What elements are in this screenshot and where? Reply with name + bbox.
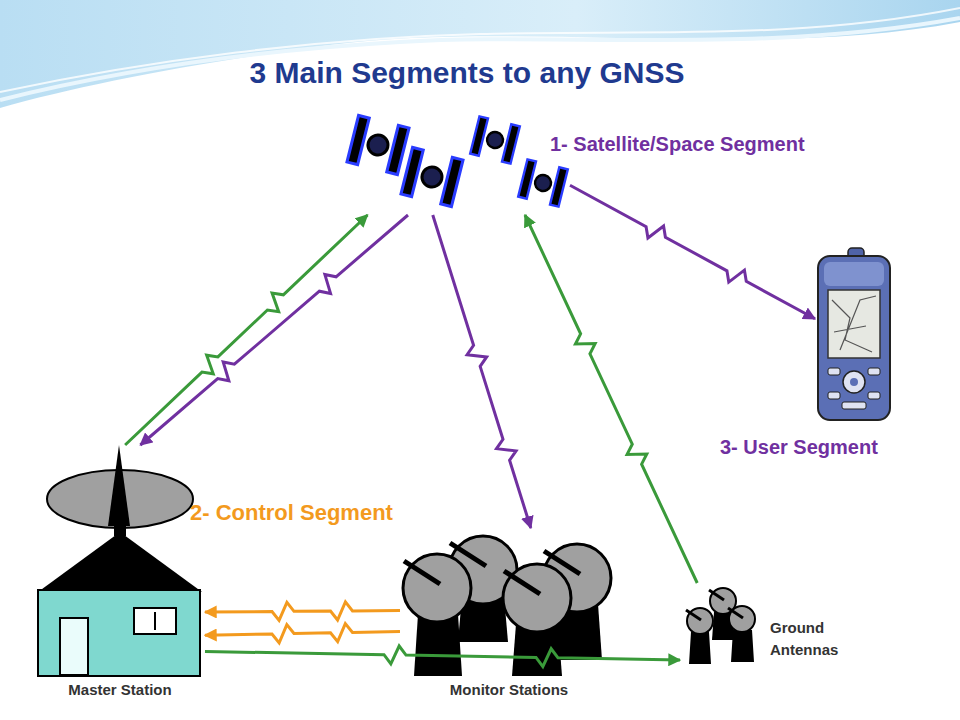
signal-link	[205, 646, 680, 667]
gps-receiver-icon-part	[828, 290, 880, 358]
ground-antenna-icons-part	[728, 608, 743, 618]
satellite-icons-part	[470, 116, 520, 163]
gps-receiver-icon-part	[824, 262, 884, 286]
ground-antenna-icons-part	[709, 590, 724, 600]
node-label: Master Station	[35, 681, 205, 699]
node-label: 3- User Segment	[720, 435, 878, 459]
gps-receiver-icon-part	[843, 371, 865, 393]
node-label: 1- Satellite/Space Segment	[550, 132, 805, 156]
master-station-icon-part	[38, 590, 200, 676]
node-label: Ground Antennas	[770, 617, 852, 661]
signal-link	[205, 624, 400, 643]
header-wave	[0, 0, 960, 108]
monitor-station-icons-part	[503, 564, 571, 632]
gps-receiver-icon-part	[818, 256, 890, 420]
ground-antenna-icons-part	[689, 632, 711, 664]
gps-receiver-icon-part	[868, 368, 880, 375]
segment-label: 2- Control Segment	[190, 500, 393, 526]
header-wave-part	[0, 8, 960, 92]
gps-receiver-icon-part	[850, 378, 858, 386]
user-receiver: 3- User Segment	[815, 250, 893, 422]
slide-title: 3 Main Segments to any GNSS	[0, 56, 934, 90]
master-station-icon-part	[60, 618, 88, 675]
monitor-station-icons-part	[404, 561, 440, 584]
header-wave-part	[0, 0, 960, 108]
ground-antenna-icons-part	[729, 606, 755, 632]
master-station-icon-part	[38, 532, 202, 592]
gps-receiver-icon-part	[828, 392, 840, 399]
signal-link	[125, 215, 367, 445]
master-station-icon	[38, 445, 202, 676]
ground-antenna-icons-part	[731, 630, 754, 662]
gps-receiver-icon	[818, 248, 890, 420]
satellite-icons-part	[347, 115, 409, 174]
ground-antennas: Ground Antennas	[680, 583, 762, 665]
header-wave-part	[0, 18, 960, 100]
signal-link	[205, 602, 400, 621]
satellite-icons-part	[401, 147, 463, 206]
signal-link	[525, 215, 697, 583]
signal-link	[140, 215, 408, 445]
master-station: Master Station	[35, 445, 205, 677]
monitor-stations: Monitor Stations	[400, 528, 618, 678]
node-label: Monitor Stations	[400, 681, 618, 699]
gps-receiver-icon-part	[832, 296, 876, 352]
master-station-icon-part	[108, 445, 130, 526]
ground-antenna-icons-part	[686, 610, 701, 620]
master-station-icon-part	[134, 608, 176, 634]
monitor-station-icons-part	[403, 554, 471, 622]
signal-link	[570, 185, 815, 318]
satellite-icons	[347, 115, 568, 206]
gps-receiver-icon-part	[842, 402, 866, 409]
ground-antenna-icons	[686, 588, 755, 664]
monitor-station-icons-part	[504, 571, 540, 594]
satellite-segment: 1- Satellite/Space Segment	[345, 105, 570, 215]
satellite-icons-part	[518, 159, 568, 206]
gps-receiver-icon-part	[868, 392, 880, 399]
signal-link	[433, 215, 531, 528]
master-station-icon-part	[154, 612, 156, 630]
gps-receiver-icon-part	[828, 368, 840, 375]
ground-antenna-icons-part	[687, 608, 713, 634]
